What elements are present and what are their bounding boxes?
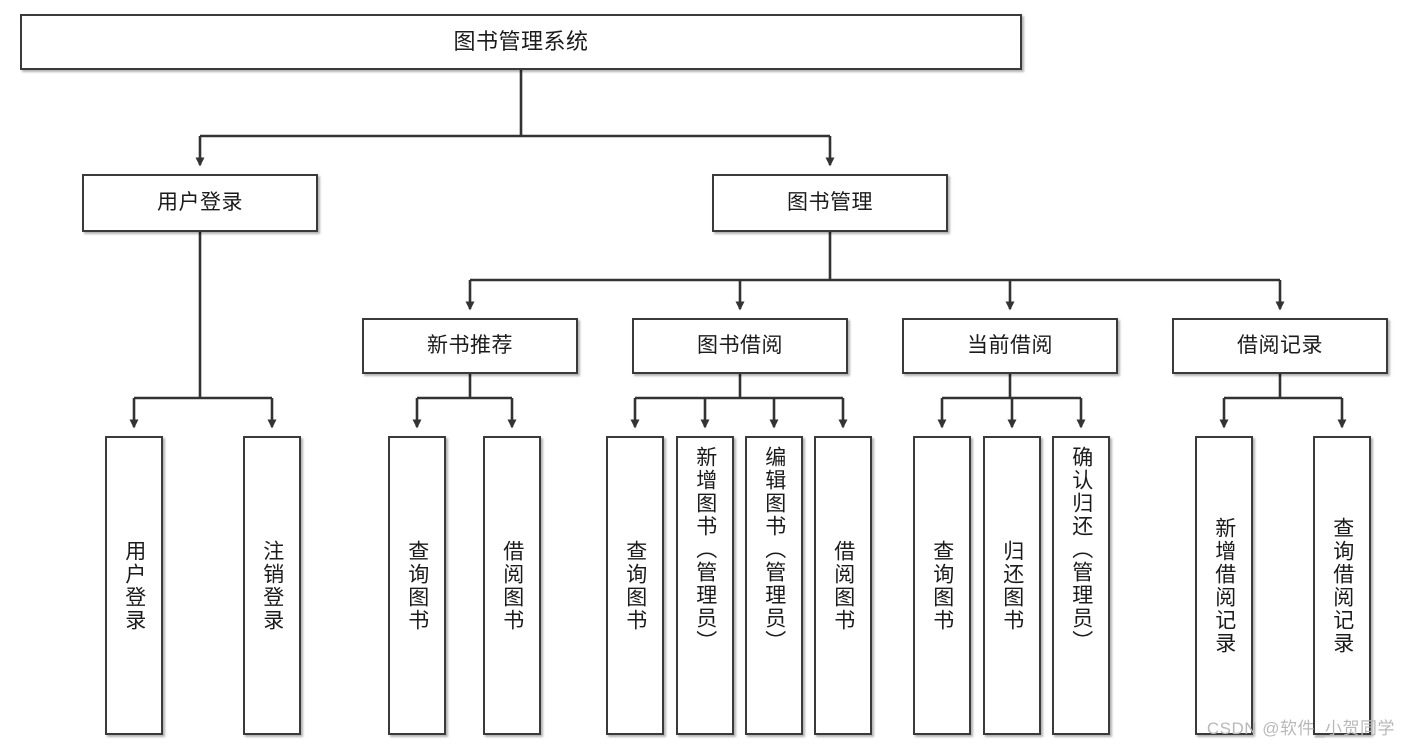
node-l3-9[interactable]: 归还图书 [983,436,1041,735]
node-label: 新增借阅记录 [1212,516,1236,655]
node-label: 借阅图书 [500,539,524,632]
node-label: 归还图书 [1000,539,1024,632]
node-l3-7[interactable]: 借阅图书 [814,436,872,735]
node-root[interactable]: 图书管理系统 [20,14,1022,70]
node-label: 查询图书 [405,539,429,632]
watermark-text: CSDN @软件_小贺同学 [1206,719,1395,738]
node-label: 编辑图书（管理员） [762,446,786,653]
node-l3-3[interactable]: 借阅图书 [483,436,541,735]
node-label: 确认归还（管理员） [1069,446,1093,653]
node-label: 图书管理 [787,191,873,215]
node-label: 借阅记录 [1237,334,1323,358]
node-l3-1[interactable]: 注销登录 [243,436,301,735]
node-l3-6[interactable]: 编辑图书（管理员） [745,436,803,735]
node-label: 图书借阅 [697,334,783,358]
node-l1-1[interactable]: 图书管理 [712,174,948,232]
node-l3-4[interactable]: 查询图书 [606,436,664,735]
node-label: 新增图书（管理员） [693,446,717,653]
node-l3-8[interactable]: 查询图书 [913,436,971,735]
node-label: 查询借阅记录 [1330,516,1354,655]
node-l2-3[interactable]: 借阅记录 [1172,318,1388,374]
node-l1-0[interactable]: 用户登录 [82,174,318,232]
node-l3-10[interactable]: 确认归还（管理员） [1052,436,1110,735]
node-label: 新书推荐 [427,334,513,358]
node-l2-2[interactable]: 当前借阅 [902,318,1118,374]
node-label: 借阅图书 [831,539,855,632]
node-label: 查询图书 [930,539,954,632]
node-l3-12[interactable]: 查询借阅记录 [1313,436,1371,735]
node-l3-5[interactable]: 新增图书（管理员） [676,436,734,735]
node-label: 当前借阅 [967,334,1053,358]
node-l2-0[interactable]: 新书推荐 [362,318,578,374]
node-label: 图书管理系统 [453,28,589,54]
node-label: 查询图书 [623,539,647,632]
node-label: 用户登录 [157,191,243,215]
node-l3-0[interactable]: 用户登录 [105,436,163,735]
node-l3-11[interactable]: 新增借阅记录 [1195,436,1253,735]
node-l2-1[interactable]: 图书借阅 [632,318,848,374]
node-l3-2[interactable]: 查询图书 [388,436,446,735]
node-label: 用户登录 [122,539,146,632]
node-label: 注销登录 [260,539,284,632]
